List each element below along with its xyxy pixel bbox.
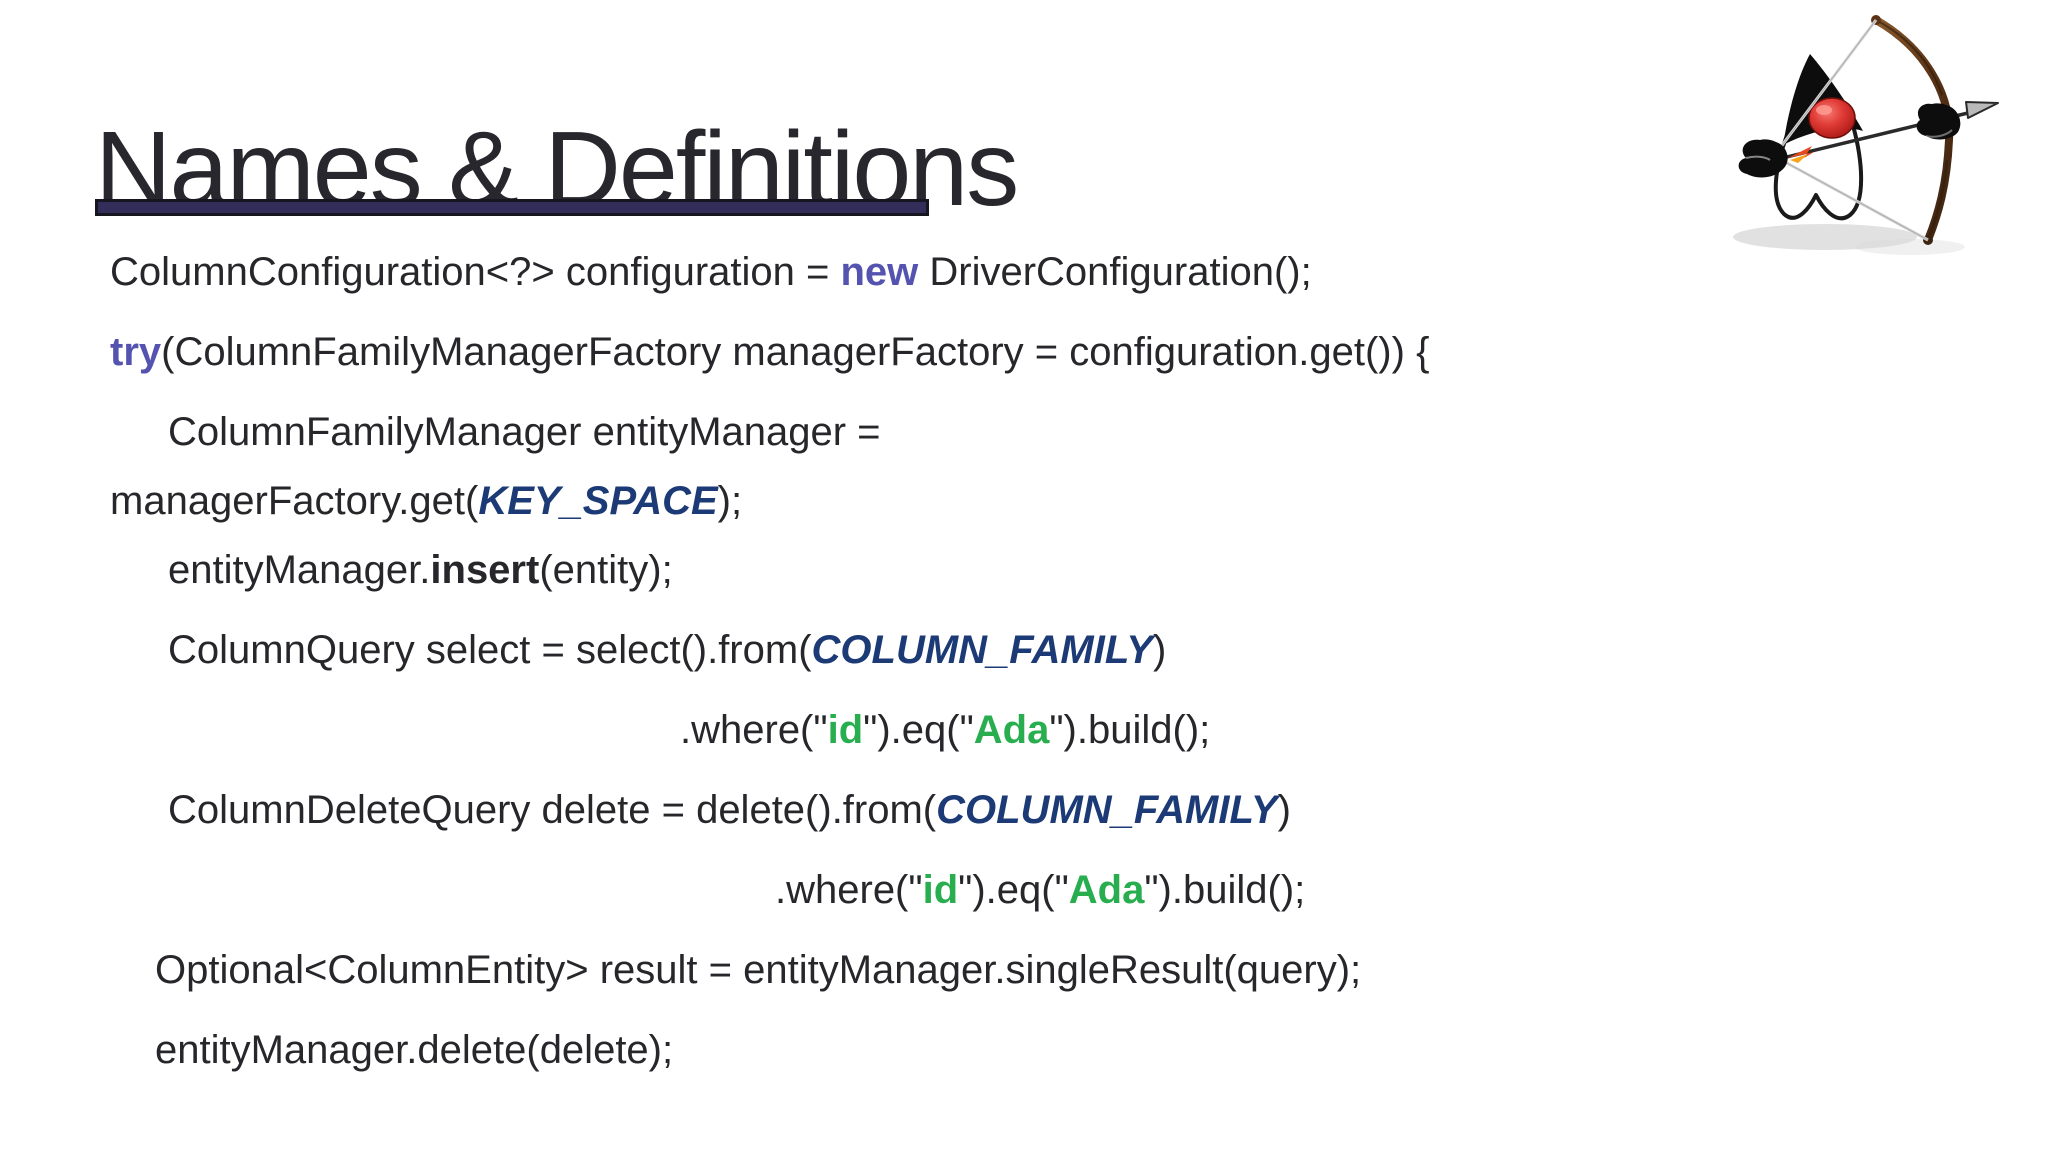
code-token-plain: .where(" [775,868,923,912]
code-token-string: Ada [973,708,1050,752]
code-token-plain: ").build(); [1049,708,1211,752]
code-token-constant: COLUMN_FAMILY [936,788,1278,832]
code-token-plain: DriverConfiguration(); [918,250,1312,294]
code-token-plain: ) [1152,628,1167,672]
code-token-plain: Optional<ColumnEntity> result = entityMa… [155,948,1362,992]
code-token-plain: .where(" [680,708,828,752]
code-line: .where("id").eq("Ada").build(); [110,850,2018,930]
code-token-string: id [827,708,864,752]
code-token-plain: ColumnDeleteQuery delete = delete().from… [168,788,937,832]
code-line: ColumnFamilyManager entityManager = [110,392,2018,472]
code-token-string: Ada [1068,868,1145,912]
code-token-plain: ); [717,479,743,523]
code-line: entityManager.insert(entity); [110,530,2018,610]
code-line: try(ColumnFamilyManagerFactory managerFa… [110,312,2018,392]
code-token-plain: ColumnFamilyManager entityManager = [168,410,881,454]
code-token-string: id [922,868,959,912]
code-token-keyword: new [840,250,919,294]
title-underline-bar [95,199,929,216]
code-token-plain: (ColumnFamilyManagerFactory managerFacto… [161,330,1430,374]
code-token-plain: ColumnConfiguration<?> configuration = [110,250,841,294]
duke-archer-icon [1733,15,1999,255]
code-token-plain: ) [1277,788,1291,832]
code-block: ColumnConfiguration<?> configuration = n… [110,232,2018,1090]
code-line: ColumnConfiguration<?> configuration = n… [110,232,2018,312]
code-token-plain: ColumnQuery select = select().from( [168,628,812,672]
code-token-plain: ").eq(" [958,868,1069,912]
code-token-plain: entityManager.delete(delete); [155,1028,674,1072]
code-token-plain: ").eq(" [863,708,974,752]
code-line: .where("id").eq("Ada").build(); [110,690,2018,770]
code-line: managerFactory.get(KEY_SPACE); [110,472,2018,530]
code-token-constant: COLUMN_FAMILY [811,628,1153,672]
code-token-plain: managerFactory.get( [110,479,479,523]
code-line: ColumnDeleteQuery delete = delete().from… [110,770,2018,850]
code-line: entityManager.delete(delete); [110,1010,2018,1090]
code-line: ColumnQuery select = select().from(COLUM… [110,610,2018,690]
code-token-plain: ").build(); [1144,868,1306,912]
code-token-plain: entityManager. [168,548,431,592]
code-token-keyword: try [110,330,162,374]
code-line: Optional<ColumnEntity> result = entityMa… [110,930,2018,1010]
code-token-plain: (entity); [539,548,673,592]
code-token-constant: KEY_SPACE [478,479,718,523]
code-token-bold: insert [430,548,540,592]
